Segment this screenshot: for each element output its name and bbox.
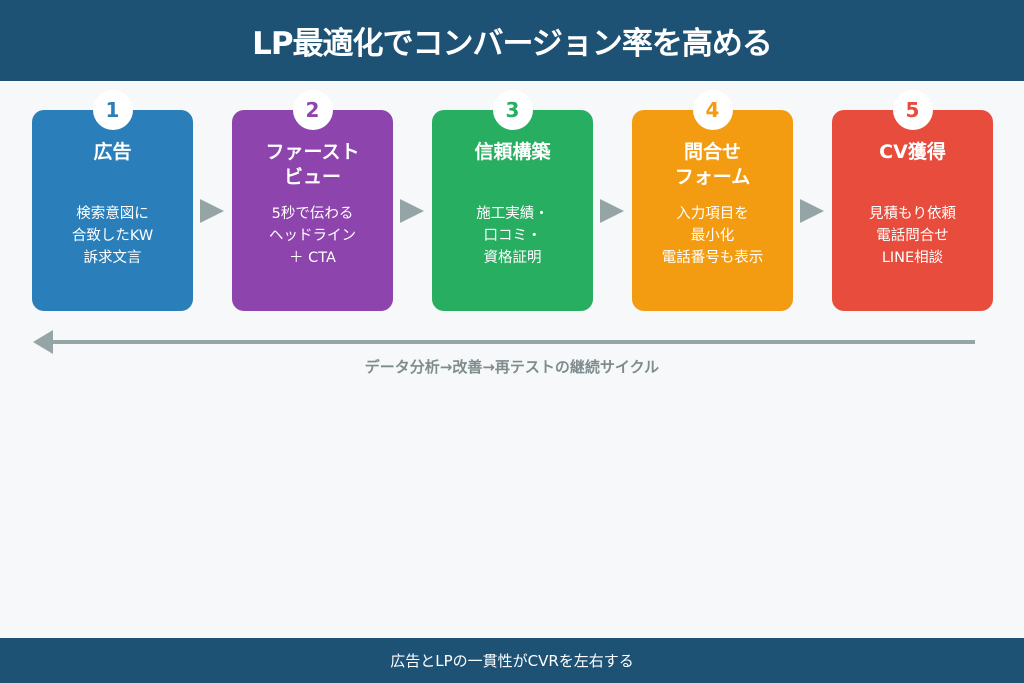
step-title: 信頼構築 bbox=[474, 141, 551, 163]
step-number-badge: 2 bbox=[292, 90, 333, 130]
step-number-badge: 3 bbox=[492, 90, 533, 130]
step-title: 問合せ フォーム bbox=[674, 141, 751, 188]
arrow-right-icon bbox=[400, 199, 424, 223]
step-description: 見積もり依頼 電話問合せ LINE相談 bbox=[869, 206, 956, 266]
footer-banner: 広告とLPの一貫性がCVRを左右する bbox=[0, 638, 1024, 683]
feedback-loop-label: データ分析→改善→再テストの継続サイクル bbox=[364, 358, 660, 376]
arrow-right-icon bbox=[200, 199, 224, 223]
feedback-loop-line bbox=[46, 340, 975, 344]
step-number-badge: 1 bbox=[92, 90, 133, 130]
arrow-left-icon bbox=[33, 330, 53, 354]
step-description: 5秒で伝わる ヘッドライン ＋ CTA bbox=[269, 206, 356, 266]
step-card-trust: 3 信頼構築 施工実績・ 口コミ・ 資格証明 bbox=[432, 90, 593, 311]
page-title: LP最適化でコンバージョン率を高める bbox=[252, 26, 773, 62]
step-card-first-view: 2 ファースト ビュー 5秒で伝わる ヘッドライン ＋ CTA bbox=[232, 90, 393, 311]
arrow-right-icon bbox=[600, 199, 624, 223]
step-description: 入力項目を 最小化 電話番号も表示 bbox=[661, 206, 764, 266]
footer-text: 広告とLPの一貫性がCVRを左右する bbox=[390, 652, 634, 670]
step-number-badge: 5 bbox=[892, 90, 933, 130]
step-card-cv: 5 CV獲得 見積もり依頼 電話問合せ LINE相談 bbox=[832, 90, 993, 311]
step-title: CV獲得 bbox=[879, 141, 946, 163]
step-card-ad: 1 広告 検索意図に 合致したKW 訴求文言 bbox=[32, 90, 193, 311]
step-title: ファースト ビュー bbox=[265, 141, 360, 188]
step-title: 広告 bbox=[93, 141, 132, 163]
step-description: 施工実績・ 口コミ・ 資格証明 bbox=[476, 206, 549, 266]
arrow-right-icon bbox=[800, 199, 824, 223]
step-card-form: 4 問合せ フォーム 入力項目を 最小化 電話番号も表示 bbox=[632, 90, 793, 311]
step-number-badge: 4 bbox=[692, 90, 733, 130]
step-description: 検索意図に 合致したKW 訴求文言 bbox=[71, 206, 154, 266]
header-banner: LP最適化でコンバージョン率を高める bbox=[0, 0, 1024, 81]
